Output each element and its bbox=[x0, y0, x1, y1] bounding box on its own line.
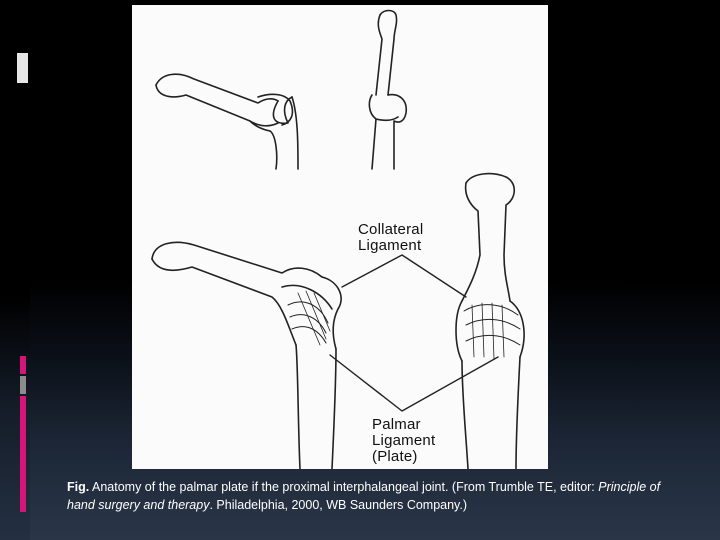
caption-book-title: Principle of hand surgery and therapy bbox=[67, 480, 661, 512]
top-right-finger-drawing bbox=[368, 9, 408, 170]
figure-caption: Fig. Anatomy of the palmar plate if the … bbox=[67, 478, 667, 514]
bottom-left-finger-drawing bbox=[151, 241, 342, 469]
collateral-leader-lines bbox=[341, 254, 467, 298]
accent-bar-pink-bottom bbox=[20, 396, 26, 512]
collateral-ligament-label: Collateral Ligament bbox=[358, 222, 423, 254]
finger-anatomy-illustration: Collateral Ligament Palmar Ligament (Pla… bbox=[132, 5, 548, 469]
top-left-finger-drawing bbox=[155, 73, 299, 170]
decorative-square bbox=[17, 53, 28, 83]
collateral-label-line-1: Collateral bbox=[358, 221, 424, 238]
palmar-label-line-3: (Plate) bbox=[372, 448, 418, 465]
caption-prefix: Fig. bbox=[67, 480, 90, 494]
bottom-right-finger-drawing bbox=[455, 172, 525, 469]
palmar-label-line-1: Palmar bbox=[372, 416, 421, 433]
collateral-label-line-2: Ligament bbox=[358, 237, 422, 254]
accent-bar-gray bbox=[20, 376, 26, 394]
palmar-ligament-label: Palmar Ligament (Plate) bbox=[372, 417, 435, 465]
palmar-label-line-2: Ligament bbox=[372, 432, 436, 449]
caption-text-part-1: Anatomy of the palmar plate if the proxi… bbox=[89, 480, 599, 494]
finger-drawing-svg bbox=[151, 9, 525, 469]
caption-text-part-2: . Philadelphia, 2000, WB Saunders Compan… bbox=[209, 498, 468, 512]
accent-bar-pink-top bbox=[20, 356, 26, 374]
palmar-leader-lines bbox=[329, 354, 499, 412]
